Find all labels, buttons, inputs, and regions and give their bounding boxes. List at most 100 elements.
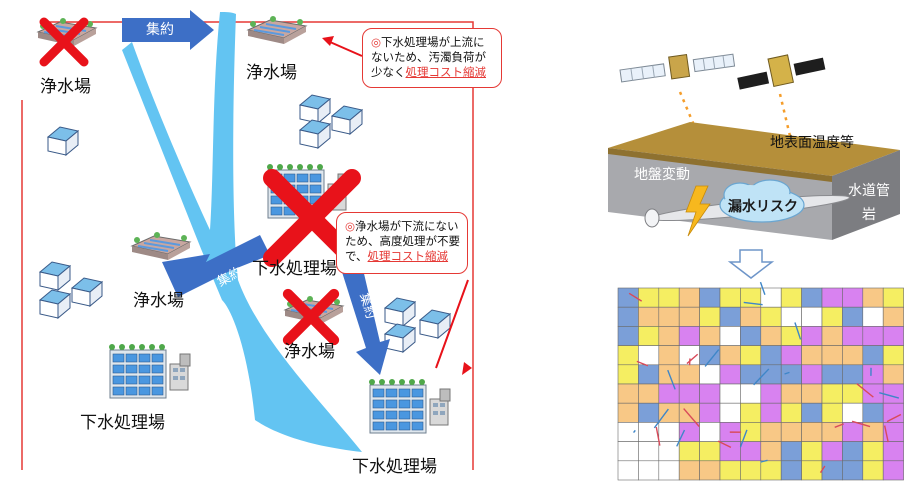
map-cell bbox=[658, 287, 680, 308]
map-cell bbox=[780, 287, 802, 308]
map-cell bbox=[617, 402, 639, 423]
map-cell bbox=[760, 306, 782, 327]
map-cell bbox=[658, 306, 680, 327]
map-pipe-line bbox=[717, 440, 732, 449]
map-cell bbox=[801, 306, 823, 327]
map-cell bbox=[821, 460, 843, 481]
map-cell bbox=[617, 345, 639, 366]
satellite-icon bbox=[619, 53, 736, 83]
map-cell bbox=[658, 345, 680, 366]
map-pipe-line bbox=[819, 465, 826, 474]
map-cell bbox=[801, 345, 823, 366]
map-cell bbox=[882, 460, 904, 481]
map-cell bbox=[780, 345, 802, 366]
map-cell bbox=[678, 441, 700, 462]
risk-grid-map bbox=[617, 281, 904, 481]
map-pipe-line bbox=[834, 423, 844, 428]
map-cell bbox=[882, 287, 904, 308]
map-cell bbox=[780, 422, 802, 442]
water-plant-label-tl: 浄水場 bbox=[40, 77, 91, 97]
map-cell bbox=[760, 422, 782, 442]
left-diagram-graphics bbox=[21, 10, 474, 470]
map-cell bbox=[638, 306, 660, 327]
map-cell bbox=[617, 364, 639, 385]
map-cell bbox=[699, 326, 721, 346]
map-cell bbox=[658, 422, 680, 442]
map-pipe-line bbox=[676, 429, 686, 447]
map-pipe-line bbox=[856, 383, 874, 398]
map-cell bbox=[740, 345, 762, 366]
map-cell bbox=[658, 326, 680, 346]
map-cell bbox=[760, 326, 782, 346]
map-cell bbox=[638, 460, 660, 481]
map-cell bbox=[842, 441, 864, 462]
map-cell bbox=[801, 441, 823, 462]
map-cell bbox=[719, 326, 741, 346]
map-pipe-line bbox=[667, 369, 676, 390]
map-cell bbox=[719, 460, 741, 481]
left-diagram-panel: 浄水場 浄水場 浄水場 浄水場 下水処理場 下水処理場 下水処理場 集約 集約 … bbox=[21, 10, 502, 477]
map-cell bbox=[842, 345, 864, 366]
map-cell bbox=[760, 441, 782, 462]
map-cell bbox=[862, 402, 884, 423]
map-cell bbox=[760, 383, 782, 404]
map-cell bbox=[617, 441, 639, 462]
map-pipe-line bbox=[683, 408, 700, 427]
map-cell bbox=[780, 306, 802, 327]
map-cell bbox=[658, 441, 680, 462]
map-cell bbox=[862, 364, 884, 385]
callout-bottom-cost: 処理コスト縮減 bbox=[367, 249, 449, 263]
map-cell bbox=[678, 306, 700, 327]
map-cell bbox=[882, 364, 904, 385]
map-cell bbox=[658, 383, 680, 404]
house-icon-5 bbox=[39, 261, 71, 291]
map-pipe-line bbox=[743, 301, 763, 306]
map-cell bbox=[780, 326, 802, 346]
map-cell bbox=[821, 287, 843, 308]
map-cell bbox=[780, 402, 802, 423]
right-diagram-panel: 地表面温度等 地盤変動 水道管 漏水リスク 岩 bbox=[600, 0, 912, 483]
map-pipe-line bbox=[886, 413, 902, 423]
callout-bottom-mark: ◎ bbox=[345, 219, 356, 233]
map-pipe-line bbox=[655, 426, 661, 446]
house-icon-9 bbox=[419, 309, 451, 339]
map-pipe-line bbox=[784, 371, 790, 375]
map-cell bbox=[678, 383, 700, 404]
map-cell bbox=[821, 383, 843, 404]
consolidate-arrow-top bbox=[122, 10, 214, 50]
ground-surface bbox=[608, 122, 900, 176]
callout-bottom-line1: 浄水場が下流にない bbox=[355, 219, 459, 233]
map-cell bbox=[801, 287, 823, 308]
map-cell bbox=[862, 345, 884, 366]
leak-risk-cloud bbox=[719, 179, 805, 223]
callout-top-pointer bbox=[329, 41, 363, 57]
house-icon-1 bbox=[47, 126, 79, 156]
house-icon-6 bbox=[71, 277, 103, 307]
map-cell bbox=[719, 364, 741, 385]
house-icon-4 bbox=[299, 119, 331, 149]
map-cell bbox=[780, 460, 802, 481]
map-cell bbox=[638, 383, 660, 404]
callout-bottom: ◎浄水場が下流にない ため、高度処理が不要 で、処理コスト縮減 bbox=[336, 212, 468, 274]
map-cell bbox=[842, 287, 864, 308]
map-cell bbox=[801, 383, 823, 404]
map-cell bbox=[740, 326, 762, 346]
map-cell bbox=[740, 306, 762, 327]
map-cell bbox=[862, 306, 884, 327]
map-cell bbox=[658, 460, 680, 481]
water-pipe-label: 水道管 bbox=[848, 183, 890, 199]
map-pipe-line bbox=[628, 292, 643, 302]
sewage-plant-label-left: 下水処理場 bbox=[80, 413, 165, 433]
map-cell bbox=[801, 326, 823, 346]
map-pipe-line bbox=[636, 360, 649, 367]
map-cell bbox=[740, 402, 762, 423]
map-cell bbox=[719, 383, 741, 404]
down-arrow-icon bbox=[727, 249, 775, 279]
map-pipe-line bbox=[794, 322, 802, 340]
map-cell bbox=[801, 460, 823, 481]
sewage-plant-icon-right bbox=[368, 378, 451, 434]
water-plant-icon-mid bbox=[131, 231, 191, 261]
map-cell bbox=[699, 383, 721, 404]
map-cell bbox=[882, 441, 904, 462]
map-cell bbox=[882, 345, 904, 366]
